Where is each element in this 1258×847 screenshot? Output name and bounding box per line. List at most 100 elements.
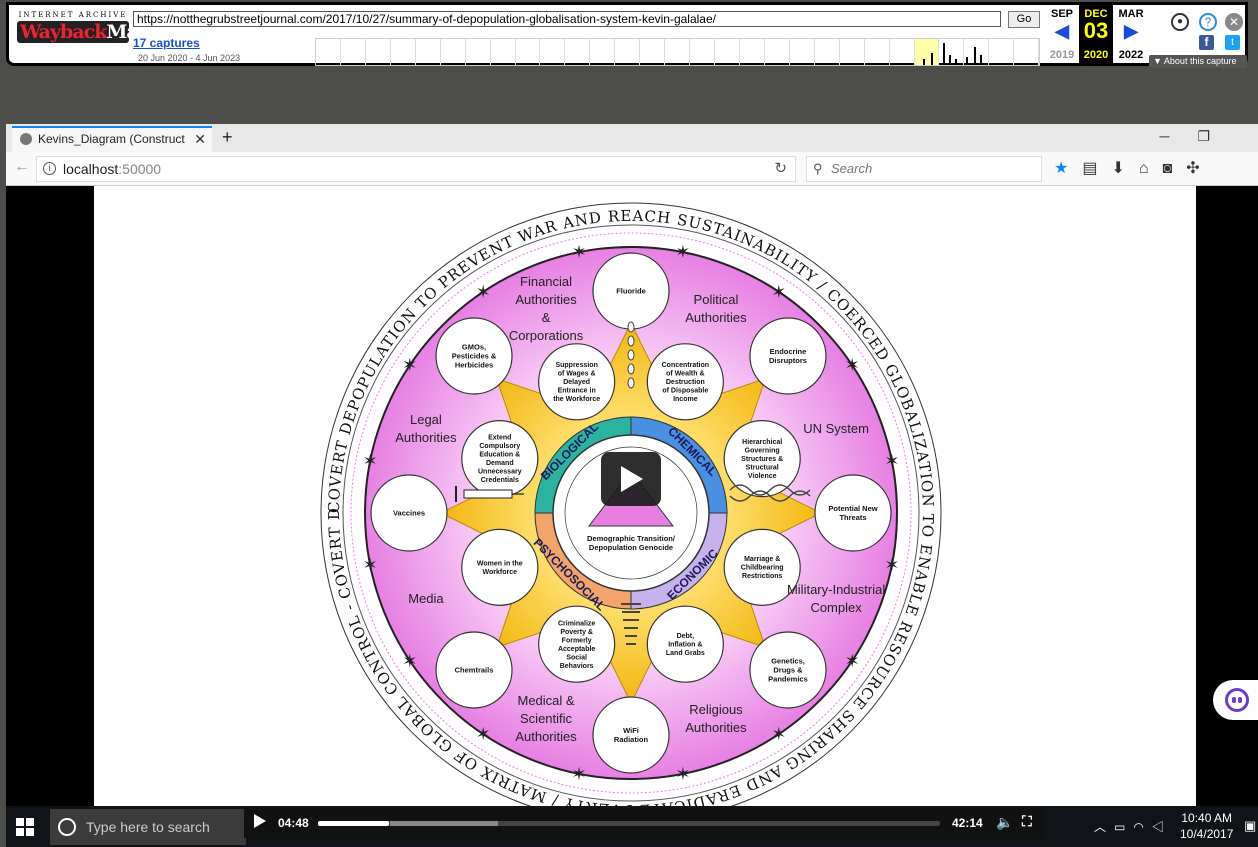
authority-label: Military-Industrial xyxy=(787,582,885,597)
sparkline-year[interactable] xyxy=(565,39,591,65)
captures-link[interactable]: 17 captures xyxy=(133,36,200,50)
sparkline-year[interactable] xyxy=(815,39,840,65)
reading-list-icon[interactable]: ▤ xyxy=(1082,160,1112,177)
sparkline-year[interactable] xyxy=(665,39,691,65)
sparkline-year[interactable] xyxy=(765,39,790,65)
pocket-icon[interactable]: ◙ xyxy=(1162,160,1187,177)
sparkline-year[interactable] xyxy=(890,39,915,65)
sparkline-year[interactable] xyxy=(964,39,990,65)
sparkline-year[interactable] xyxy=(366,39,391,65)
authority-label: Authorities xyxy=(685,720,747,735)
taskbar-clock[interactable]: 10:40 AM 10/4/2017 xyxy=(1180,810,1233,842)
sparkline-year[interactable] xyxy=(516,39,541,65)
inner-node-text: Restrictions xyxy=(742,573,783,580)
new-tab-button[interactable]: + xyxy=(222,127,233,147)
sparkline-year[interactable] xyxy=(316,39,341,65)
volume-icon[interactable]: 🔈 xyxy=(996,814,1014,830)
inner-node-text: Violence xyxy=(748,473,777,480)
capture-sparkline[interactable] xyxy=(315,38,1040,66)
sparkline-year[interactable] xyxy=(840,39,865,65)
search-input[interactable]: ⚲ Search xyxy=(806,156,1042,182)
sparkline-year[interactable] xyxy=(466,39,491,65)
close-icon[interactable]: ✕ xyxy=(1225,13,1243,31)
authority-label: Authorities xyxy=(515,292,577,307)
bookmark-star-icon[interactable]: ★ xyxy=(1054,160,1083,177)
sparkline-year[interactable] xyxy=(1014,39,1040,65)
video-play-button[interactable] xyxy=(601,452,661,506)
sparkline-year[interactable] xyxy=(914,39,940,65)
authority-label: Authorities xyxy=(395,430,457,445)
sparkline-year[interactable] xyxy=(391,39,416,65)
wayback-url-input[interactable]: https://notthegrubstreetjournal.com/2017… xyxy=(133,11,1001,27)
sparkline-year[interactable] xyxy=(590,39,616,65)
video-frame[interactable]: Kevins_Diagram (Construct ✕ + ─❐ ← i loc… xyxy=(6,124,1258,847)
chat-widget-button[interactable] xyxy=(1213,680,1258,720)
outer-node xyxy=(435,317,513,395)
sparkline-bar xyxy=(949,55,952,65)
extension-icon[interactable]: ✣ xyxy=(1186,160,1214,177)
taskbar-search-input[interactable]: Type here to search xyxy=(50,809,246,845)
next-capture[interactable]: MAR ▶ 2022 xyxy=(1113,5,1149,63)
star-layer: ✶✶✶✶✶✶✶✶✶✶✶✶✶✶✶✶ xyxy=(363,242,900,784)
fullscreen-icon[interactable]: ⛶ xyxy=(1022,813,1032,829)
play-icon[interactable] xyxy=(254,814,266,828)
sparkline-year[interactable] xyxy=(416,39,441,65)
system-tray[interactable]: ︿▭◠◁ xyxy=(1094,818,1172,835)
inner-node-text: Education & xyxy=(479,452,520,459)
sparkline-year[interactable] xyxy=(690,39,715,65)
barb-star-icon: ✶ xyxy=(675,764,690,784)
sparkline-year[interactable] xyxy=(939,39,965,65)
authority-label: Financial xyxy=(520,274,572,289)
authority-label: Legal xyxy=(410,412,442,427)
tab-close-icon[interactable]: ✕ xyxy=(194,131,206,147)
browser-tab[interactable]: Kevins_Diagram (Construct ✕ xyxy=(12,126,212,152)
sparkline-year[interactable] xyxy=(740,39,765,65)
sparkline-year[interactable] xyxy=(491,39,516,65)
windows-start-icon[interactable] xyxy=(16,818,34,836)
wifi-icon: ◠ xyxy=(1133,820,1152,834)
sparkline-year[interactable] xyxy=(341,39,366,65)
barb-star-icon: ✶ xyxy=(363,555,378,575)
sparkline-year[interactable] xyxy=(865,39,890,65)
twitter-icon[interactable]: t xyxy=(1225,35,1240,50)
info-icon[interactable]: i xyxy=(43,162,56,175)
next-arrow-icon[interactable]: ▶ xyxy=(1124,21,1138,41)
sparkline-year[interactable] xyxy=(989,39,1015,65)
address-bar[interactable]: i localhost:50000 ↻ xyxy=(36,156,796,182)
wayback-go-button[interactable]: Go xyxy=(1008,11,1040,28)
reload-icon[interactable]: ↻ xyxy=(774,160,787,177)
window-controls[interactable]: ─❐ xyxy=(1160,124,1238,148)
user-icon[interactable]: ● xyxy=(1171,13,1189,31)
inner-node xyxy=(723,528,801,606)
outer-node-text: WiFi xyxy=(623,726,639,735)
barb-star-icon: ✶ xyxy=(675,242,690,262)
prev-arrow-icon[interactable]: ◀ xyxy=(1055,21,1069,41)
barb-star-icon: ✶ xyxy=(845,355,860,375)
sparkline-year[interactable] xyxy=(540,39,566,65)
seek-bar[interactable] xyxy=(318,821,940,826)
help-icon[interactable]: ? xyxy=(1199,13,1217,31)
sparkline-year[interactable] xyxy=(615,39,641,65)
prev-capture[interactable]: SEP ◀ 2019 xyxy=(1045,5,1079,63)
sparkline-year[interactable] xyxy=(441,39,466,65)
download-icon[interactable]: ⬇ xyxy=(1111,160,1139,177)
outer-node-text: Pesticides & xyxy=(452,352,497,361)
inner-node-text: Marriage & xyxy=(744,556,780,563)
notification-icon[interactable]: ▣ xyxy=(1244,818,1257,833)
chatbot-icon xyxy=(1225,688,1249,712)
inner-node-text: Inflation & xyxy=(668,642,702,649)
address-port: :50000 xyxy=(118,161,162,177)
syringe-icon xyxy=(455,486,524,502)
prev-month: SEP xyxy=(1050,8,1073,20)
about-capture-button[interactable]: ▼ About this capture xyxy=(1149,55,1247,68)
facebook-icon[interactable]: f xyxy=(1199,35,1214,50)
sparkline-year[interactable] xyxy=(715,39,740,65)
inner-node-text: Acceptable xyxy=(558,646,595,653)
barb-star-icon: ✶ xyxy=(771,282,786,302)
sparkline-year[interactable] xyxy=(790,39,815,65)
home-icon[interactable]: ⌂ xyxy=(1138,160,1163,177)
barb-star-icon: ✶ xyxy=(845,651,860,671)
back-arrow-icon[interactable]: ← xyxy=(14,158,30,175)
wayback-logo[interactable]: INTERNET ARCHIVE WaybackMachine xyxy=(17,11,192,59)
sparkline-year[interactable] xyxy=(640,39,666,65)
